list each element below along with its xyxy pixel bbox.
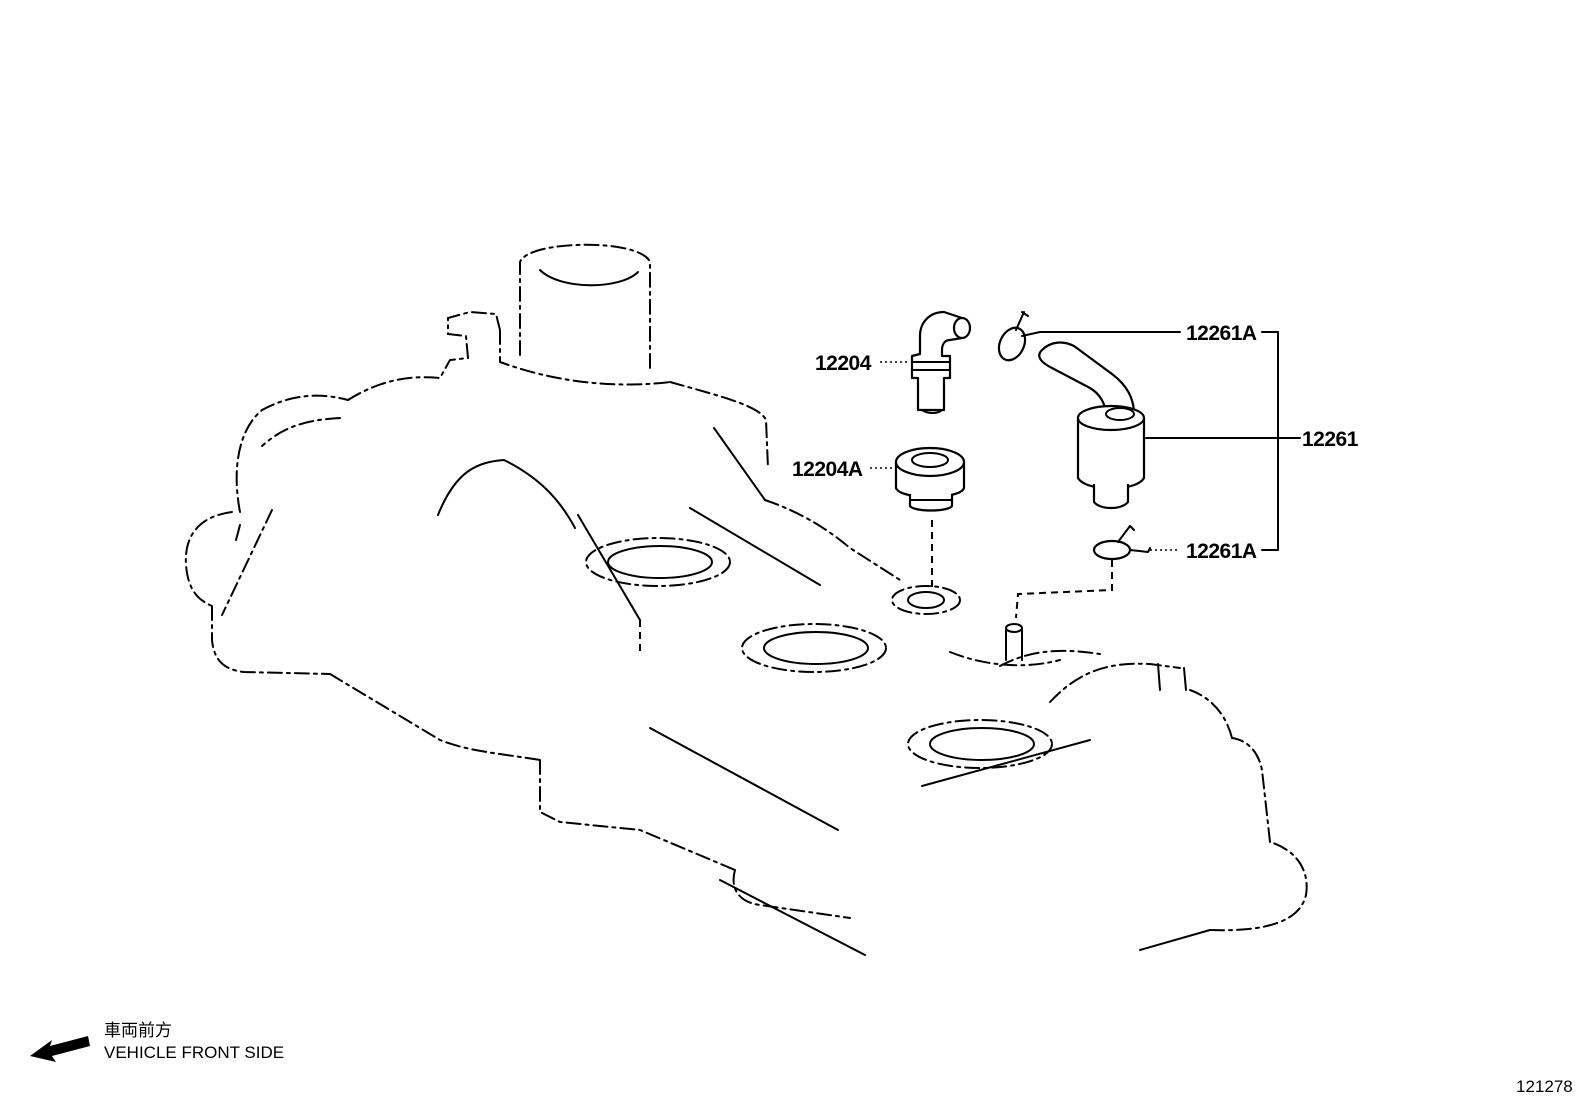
pcv-valve (910, 310, 972, 414)
vehicle-front-direction: 車両前方 VEHICLE FRONT SIDE (30, 1021, 284, 1062)
illustration-id: 121278 (1516, 1077, 1573, 1096)
hose-clamp-bottom (1092, 525, 1151, 561)
hose-clamp-top (997, 311, 1041, 362)
label-12204: 12204 (815, 352, 872, 375)
label-12204A: 12204A (792, 458, 863, 481)
label-12261A-top: 12261A (1186, 322, 1257, 345)
label-12261A-bottom: 12261A (1186, 540, 1257, 563)
ventilation-hose (1038, 341, 1146, 510)
pcv-grommet (894, 446, 966, 512)
direction-note-japanese: 車両前方 (104, 1021, 172, 1040)
cylinder-head-cover (184, 243, 1308, 956)
bracket-12261 (1261, 331, 1279, 551)
label-12261: 12261 (1302, 428, 1359, 451)
arrow-left-icon (30, 1036, 90, 1062)
assembly-line-hose (1015, 560, 1113, 619)
direction-note-english: VEHICLE FRONT SIDE (104, 1043, 284, 1062)
